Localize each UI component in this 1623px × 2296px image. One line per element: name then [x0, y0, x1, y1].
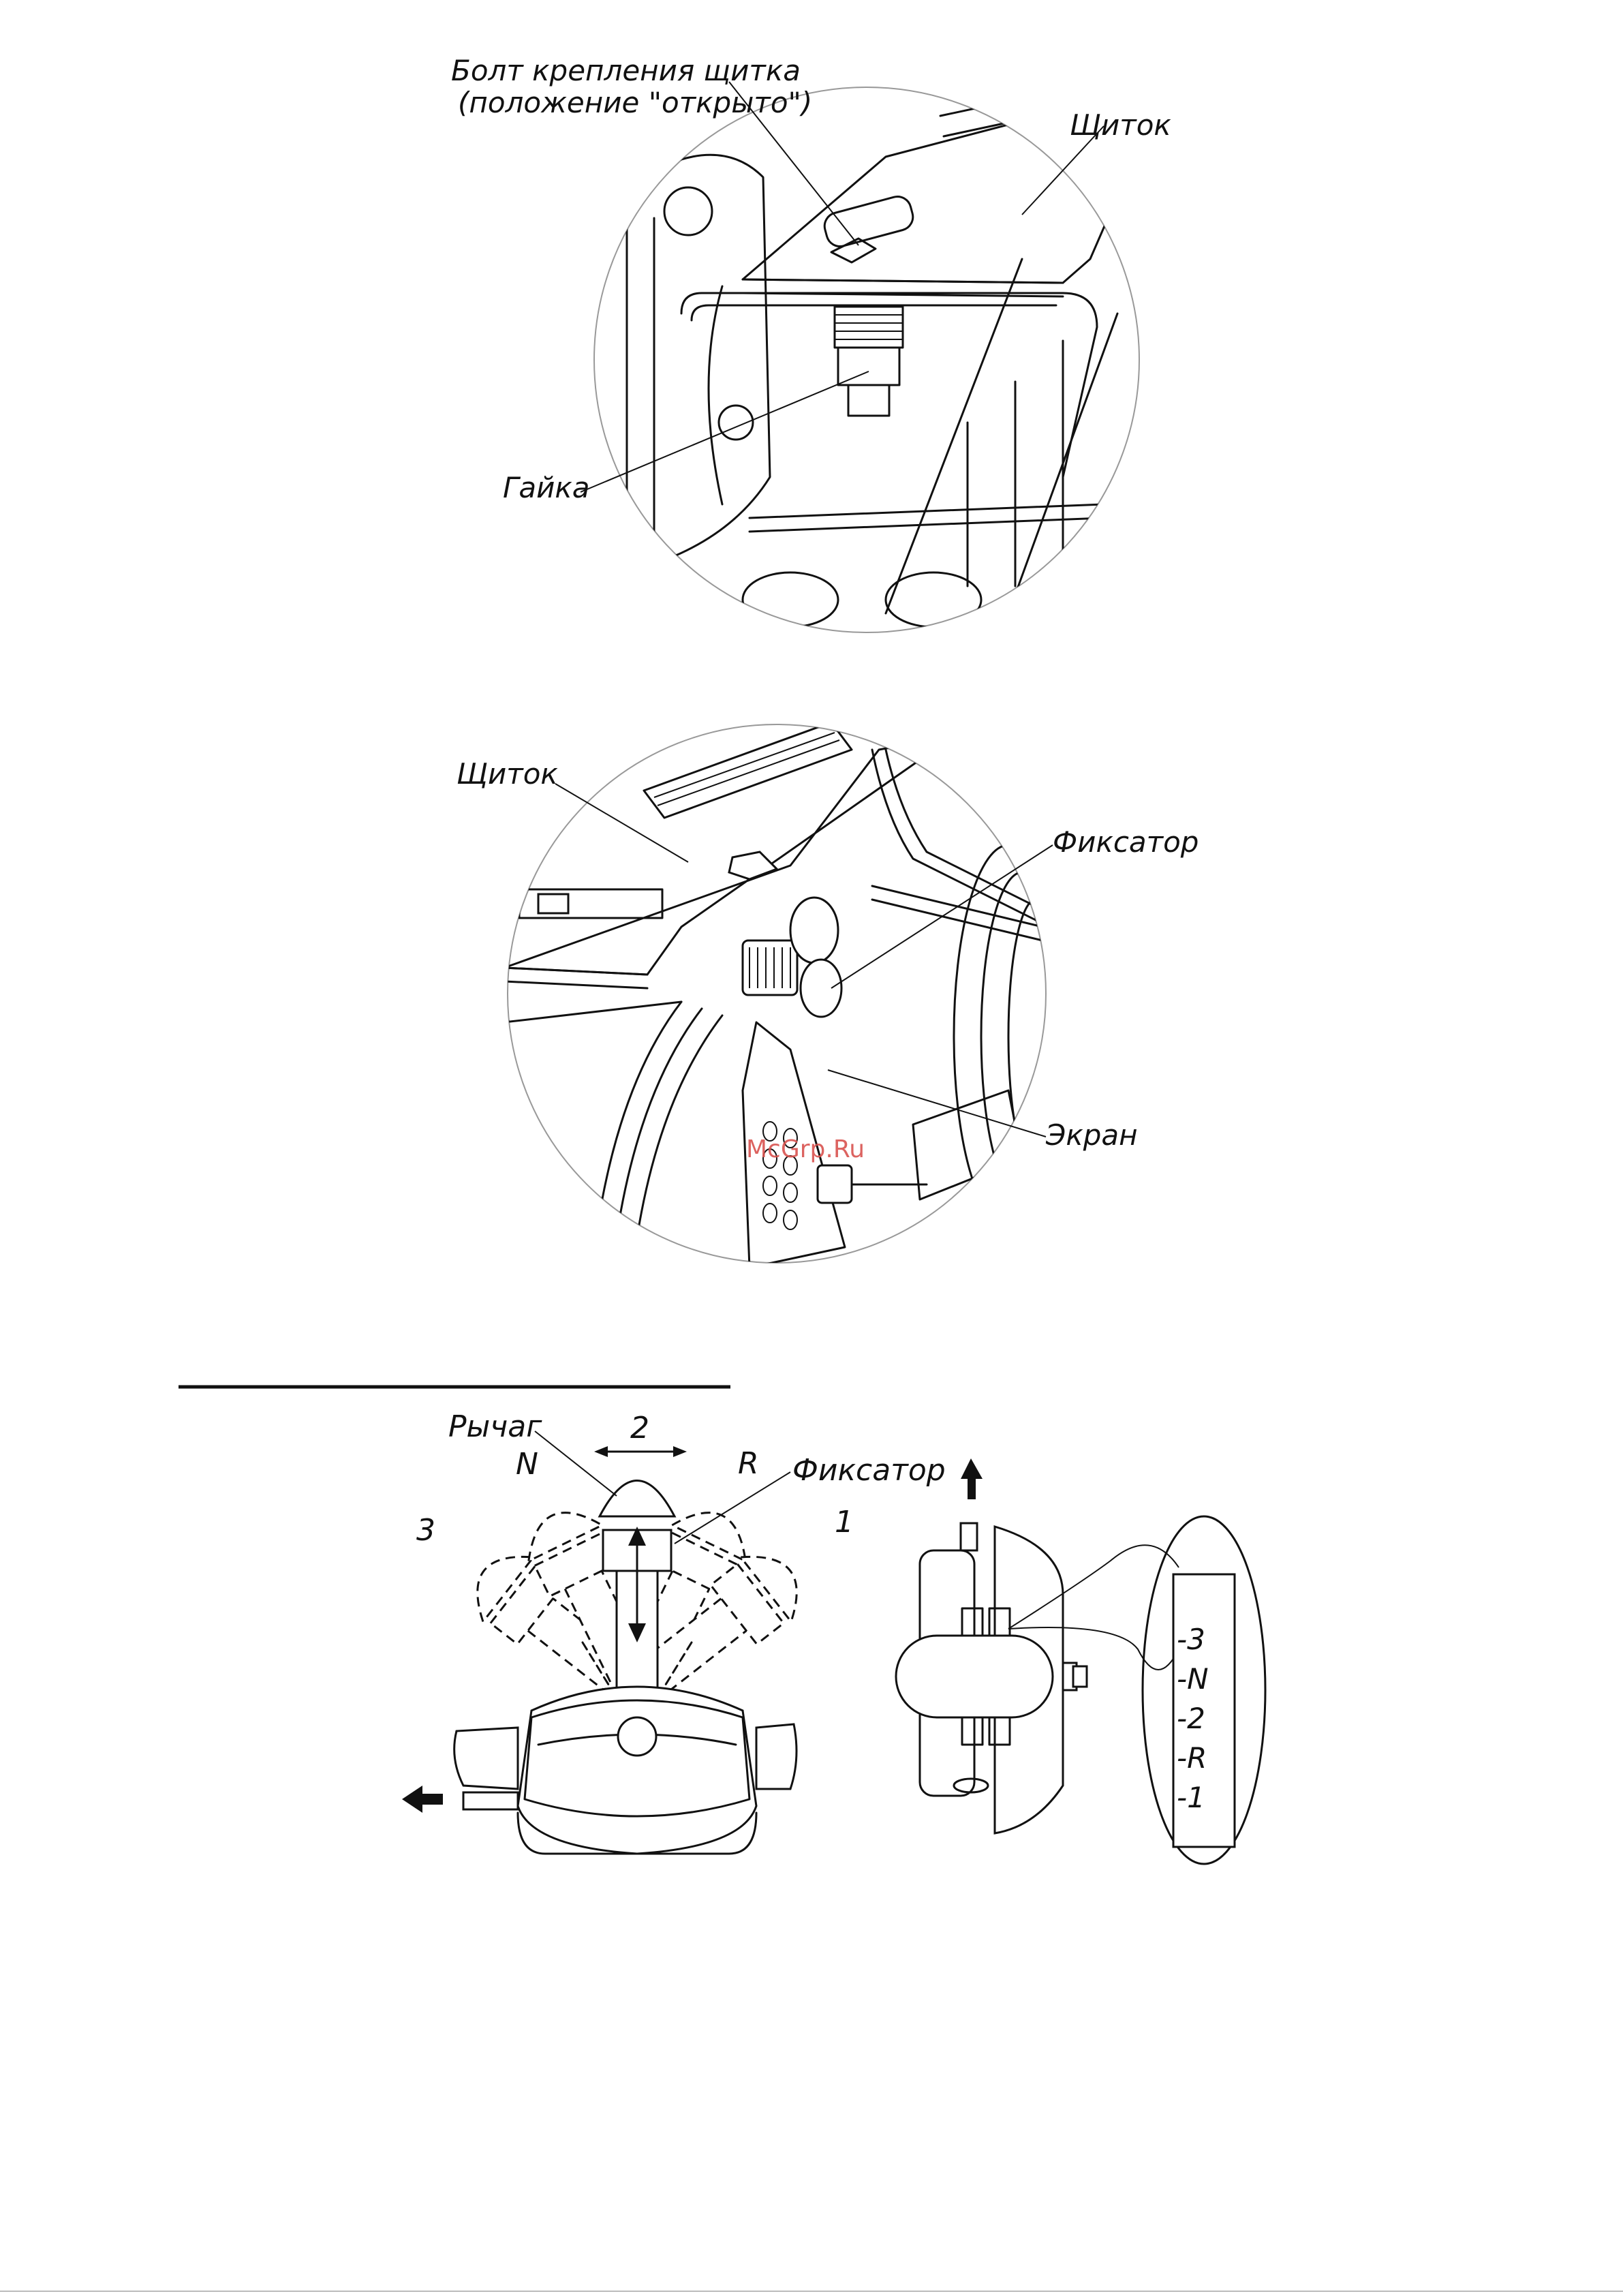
position-R-label: R: [738, 1446, 759, 1481]
lever-leader-line: [535, 1431, 617, 1496]
screen-label: Экран: [1045, 1118, 1138, 1152]
position-2-label: 2: [630, 1411, 649, 1445]
up-arrow: [961, 1458, 983, 1499]
bolt-label-line1: Болт крепления щитка: [451, 54, 801, 87]
figure-3-gear-lever: -3 -N -2 -R -1 Рычаг Фиксатор 2 N R 3 1: [402, 1409, 1265, 1864]
figure-1-circle-frame: [594, 87, 1139, 632]
nut-leader-line: [581, 371, 869, 492]
lock-leader-line-fig2: [831, 845, 1053, 988]
scale-mark-2: -2: [1177, 1702, 1205, 1735]
figure-1-bolt-closeup: Болт крепления щитка (положение "открыто…: [451, 54, 1172, 632]
scale-mark-R: -R: [1177, 1741, 1207, 1775]
figure-2-lock-closeup: Щиток Фиксатор Экран McGrp.Ru: [457, 722, 1199, 1268]
lock-label-fig2: Фиксатор: [1053, 825, 1199, 859]
bolt-label-line2: (положение "открыто"): [458, 86, 812, 119]
shield-label-fig1: Щиток: [1070, 108, 1171, 142]
shield-leader-line-fig2: [555, 784, 688, 862]
scale-mark-1: -1: [1177, 1781, 1205, 1814]
nut-label: Гайка: [503, 471, 590, 504]
lever-label: Рычаг: [448, 1409, 542, 1444]
position-N-label: N: [516, 1447, 538, 1482]
figure-1-drawing: [627, 82, 1172, 627]
lever-side-view: [896, 1458, 1179, 1833]
scale-mark-3: -3: [1177, 1623, 1205, 1656]
shield-label-fig2: Щиток: [457, 757, 558, 791]
position-1-label: 1: [835, 1505, 854, 1540]
gear-scale: -3 -N -2 -R -1: [1143, 1516, 1265, 1864]
position-3-label: 3: [416, 1513, 435, 1548]
screen-leader-line: [828, 1070, 1046, 1137]
watermark: McGrp.Ru: [746, 1135, 865, 1163]
lock-label-fig3: Фиксатор: [792, 1453, 946, 1488]
travel-arrow: [594, 1446, 687, 1457]
scale-mark-N: -N: [1177, 1662, 1209, 1696]
